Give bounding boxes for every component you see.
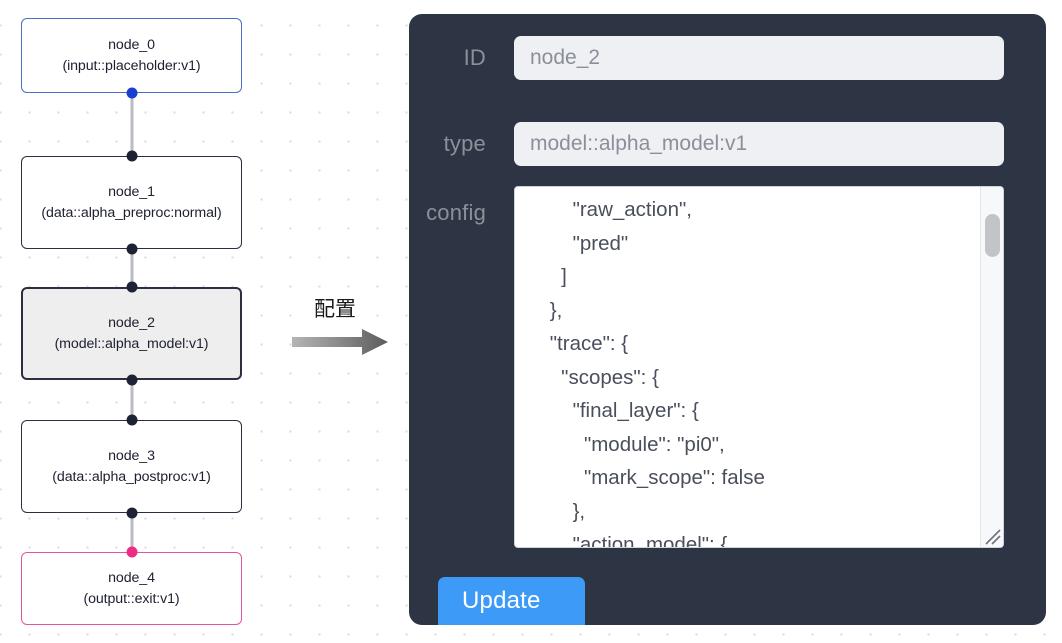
node-handle-target-node_1[interactable] [126,150,138,162]
graph-node-label: node_1(data::alpha_preproc:normal) [28,182,235,223]
config-vertical-scrollbar[interactable] [980,187,1003,547]
node-config-panel: ID type config "raw_action", "pred" ] },… [409,14,1046,625]
config-textarea-wrapper: "raw_action", "pred" ] }, "trace": { "sc… [514,186,1004,548]
node-handle-target-node_4[interactable] [126,546,138,558]
id-field-label: ID [463,45,486,70]
config-textarea[interactable]: "raw_action", "pred" ] }, "trace": { "sc… [515,187,1003,547]
id-input[interactable] [514,36,1004,80]
flow-annotation: 配置 [292,296,402,366]
graph-node-label: node_3(data::alpha_postproc:v1) [28,446,235,487]
graph-node-title: node_0 [108,37,155,53]
field-row-type: type [409,118,1046,170]
graph-node-title: node_2 [108,315,155,331]
update-button[interactable]: Update [438,577,585,625]
field-row-id: ID [409,32,1046,84]
graph-node-subtitle: (data::alpha_preproc:normal) [41,204,222,221]
graph-node-node_4[interactable]: node_4(output::exit:v1) [21,552,242,625]
graph-node-subtitle: (input::placeholder:v1) [62,57,201,74]
node-handle-source-node_1[interactable] [126,243,138,255]
node-handle-target-node_3[interactable] [126,414,138,426]
right-arrow-icon [292,329,388,355]
resize-grip-icon[interactable] [980,524,1002,546]
graph-node-title: node_1 [108,184,155,200]
type-field-label: type [443,131,486,156]
graph-node-node_3[interactable]: node_3(data::alpha_postproc:v1) [21,420,242,513]
node-handle-target-node_2[interactable] [126,281,138,293]
graph-node-node_0[interactable]: node_0(input::placeholder:v1) [21,18,242,93]
graph-node-title: node_3 [108,448,155,464]
graph-node-subtitle: (output::exit:v1) [83,590,180,607]
type-input[interactable] [514,122,1004,166]
graph-node-title: node_4 [108,570,155,586]
config-field-label: config [426,200,486,225]
graph-node-node_2[interactable]: node_2(model::alpha_model:v1) [21,287,242,380]
graph-node-subtitle: (model::alpha_model:v1) [54,335,209,352]
node-handle-source-node_3[interactable] [126,507,138,519]
graph-node-subtitle: (data::alpha_postproc:v1) [52,468,211,485]
graph-node-label: node_4(output::exit:v1) [28,568,235,609]
graph-node-node_1[interactable]: node_1(data::alpha_preproc:normal) [21,156,242,249]
node-handle-source-node_0[interactable] [126,87,138,99]
graph-node-label: node_2(model::alpha_model:v1) [29,313,234,354]
node-handle-source-node_2[interactable] [126,374,138,386]
graph-node-label: node_0(input::placeholder:v1) [28,35,235,76]
field-row-config: config "raw_action", "pred" ] }, "trace"… [409,186,1046,561]
config-scrollbar-thumb[interactable] [985,214,1000,257]
annotation-label: 配置 [314,297,356,321]
